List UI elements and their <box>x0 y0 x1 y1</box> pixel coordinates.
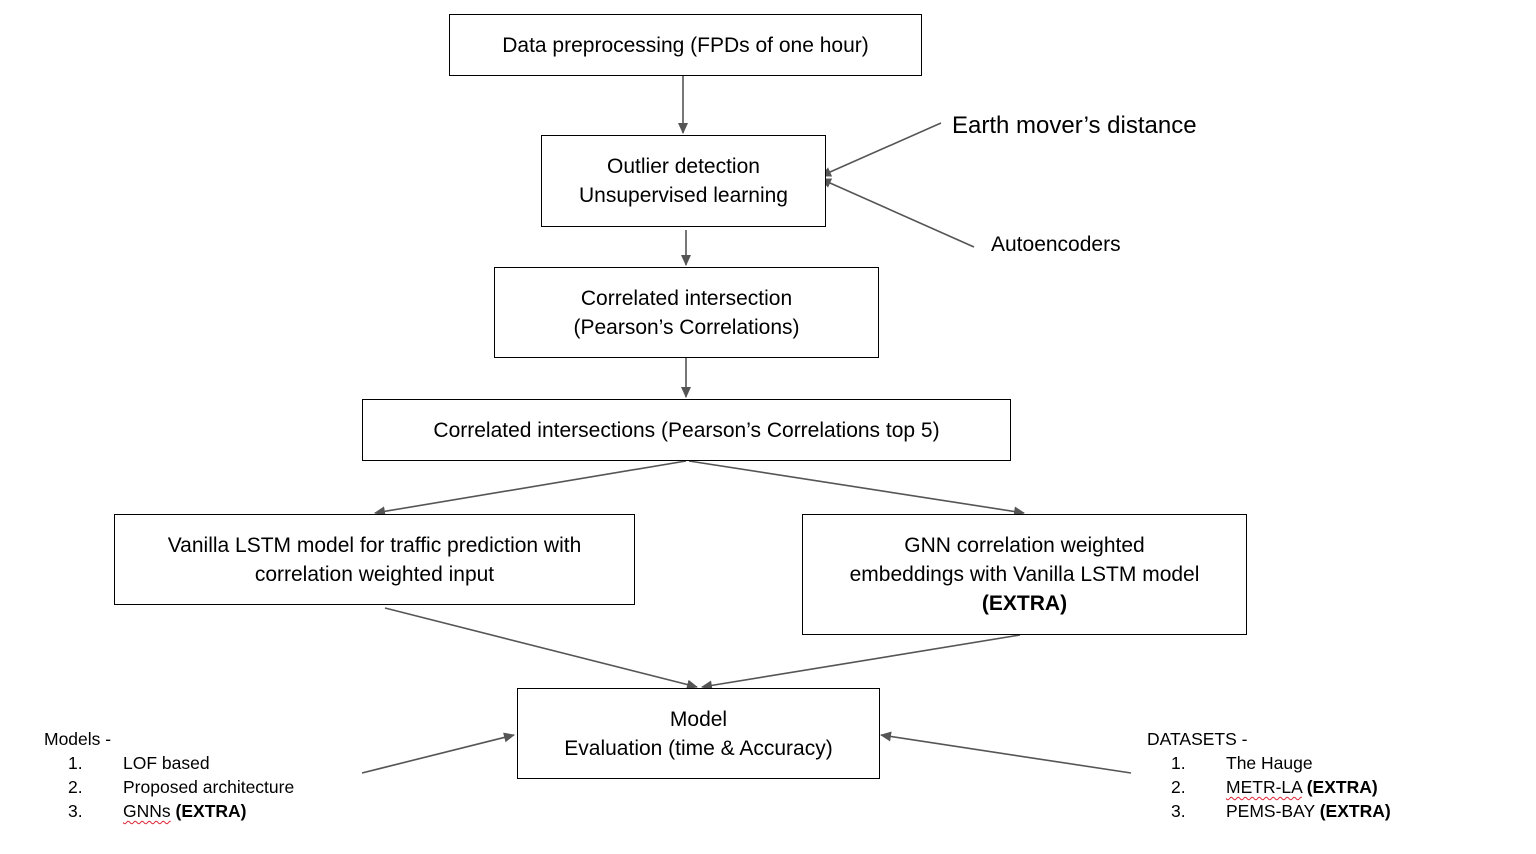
earth-movers-distance-label: Earth mover’s distance <box>952 112 1197 139</box>
list-number: 1. <box>1171 753 1186 773</box>
extra-tag: (EXTRA) <box>1319 801 1391 821</box>
list-text: The Hauge <box>1226 753 1313 773</box>
preprocessing-text: Data preprocessing (FPDs of one hour) <box>502 33 869 57</box>
arrow-gnn-to-evaluation <box>701 634 1021 691</box>
evaluation-box: Model Evaluation (time & Accuracy) <box>517 688 880 779</box>
correlated-line-1: Correlated intersection <box>580 286 793 310</box>
list-text: PEMS-BAY <box>1226 801 1315 821</box>
list-text: GNNs <box>123 801 171 821</box>
list-text: Proposed architecture <box>123 777 295 797</box>
gnn-line-1: GNN correlation weighted <box>904 534 1145 557</box>
list-item: 1. The Hauge <box>1147 751 1517 775</box>
evaluation-line-2: Evaluation (time & Accuracy) <box>564 736 833 760</box>
models-heading: Models - <box>44 729 112 749</box>
vanilla-lstm-box: Vanilla LSTM model for traffic predictio… <box>114 514 635 605</box>
list-item: 1. LOF based <box>44 751 364 775</box>
outlier-line-1: Outlier detection <box>607 155 760 178</box>
list-number: 3. <box>1171 801 1186 821</box>
extra-tag: (EXTRA) <box>1306 777 1378 797</box>
gnn-line-2: embeddings with Vanilla LSTM model <box>849 563 1200 586</box>
arrow-top5-to-gnn <box>688 460 1025 517</box>
arrow-emd-to-outlier <box>820 122 942 177</box>
correlated-line-2: (Pearson’s Correlations) <box>573 315 800 339</box>
list-item: 2. METR-LA (EXTRA) <box>1147 775 1517 799</box>
gnn-extra-tag: (EXTRA) <box>981 592 1068 615</box>
correlated-top5-box: Correlated intersections (Pearson’s Corr… <box>362 399 1011 461</box>
list-number: 1. <box>68 753 83 773</box>
arrow-models-to-evaluation <box>361 732 515 774</box>
preprocessing-box: Data preprocessing (FPDs of one hour) <box>449 14 922 76</box>
arrow-top5-to-lstm <box>374 460 687 517</box>
list-item: 3. PEMS-BAY (EXTRA) <box>1147 799 1517 823</box>
list-item: 2. Proposed architecture <box>44 775 364 799</box>
arrow-lstm-to-evaluation <box>384 607 698 690</box>
outlier-line-2: Unsupervised learning <box>579 184 788 207</box>
list-text: LOF based <box>123 753 210 773</box>
extra-tag: (EXTRA) <box>175 801 247 821</box>
lstm-line-1: Vanilla LSTM model for traffic predictio… <box>167 533 582 557</box>
datasets-list: DATASETS - 1. The Hauge 2. METR-LA (EXTR… <box>1147 727 1517 823</box>
arrow-datasets-to-evaluation <box>880 731 1132 774</box>
list-item: 3. GNNs (EXTRA) <box>44 799 364 823</box>
list-number: 2. <box>1171 777 1186 797</box>
models-list: Models - 1. LOF based 2. Proposed archit… <box>44 727 364 823</box>
correlated-intersection-box: Correlated intersection (Pearson’s Corre… <box>494 267 879 358</box>
list-number: 3. <box>68 801 83 821</box>
outlier-detection-box: Outlier detection Unsupervised learning <box>541 135 826 227</box>
evaluation-line-1: Model <box>669 707 728 731</box>
list-text: METR-LA <box>1226 777 1302 797</box>
arrow-autoencoders-to-outlier <box>820 178 975 248</box>
gnn-box: GNN correlation weighted embeddings with… <box>802 514 1247 635</box>
autoencoders-label: Autoencoders <box>991 233 1121 256</box>
datasets-heading: DATASETS - <box>1147 729 1248 749</box>
lstm-line-2: correlation weighted input <box>254 562 495 586</box>
correlated-top5-text: Correlated intersections (Pearson’s Corr… <box>433 418 940 442</box>
list-number: 2. <box>68 777 83 797</box>
